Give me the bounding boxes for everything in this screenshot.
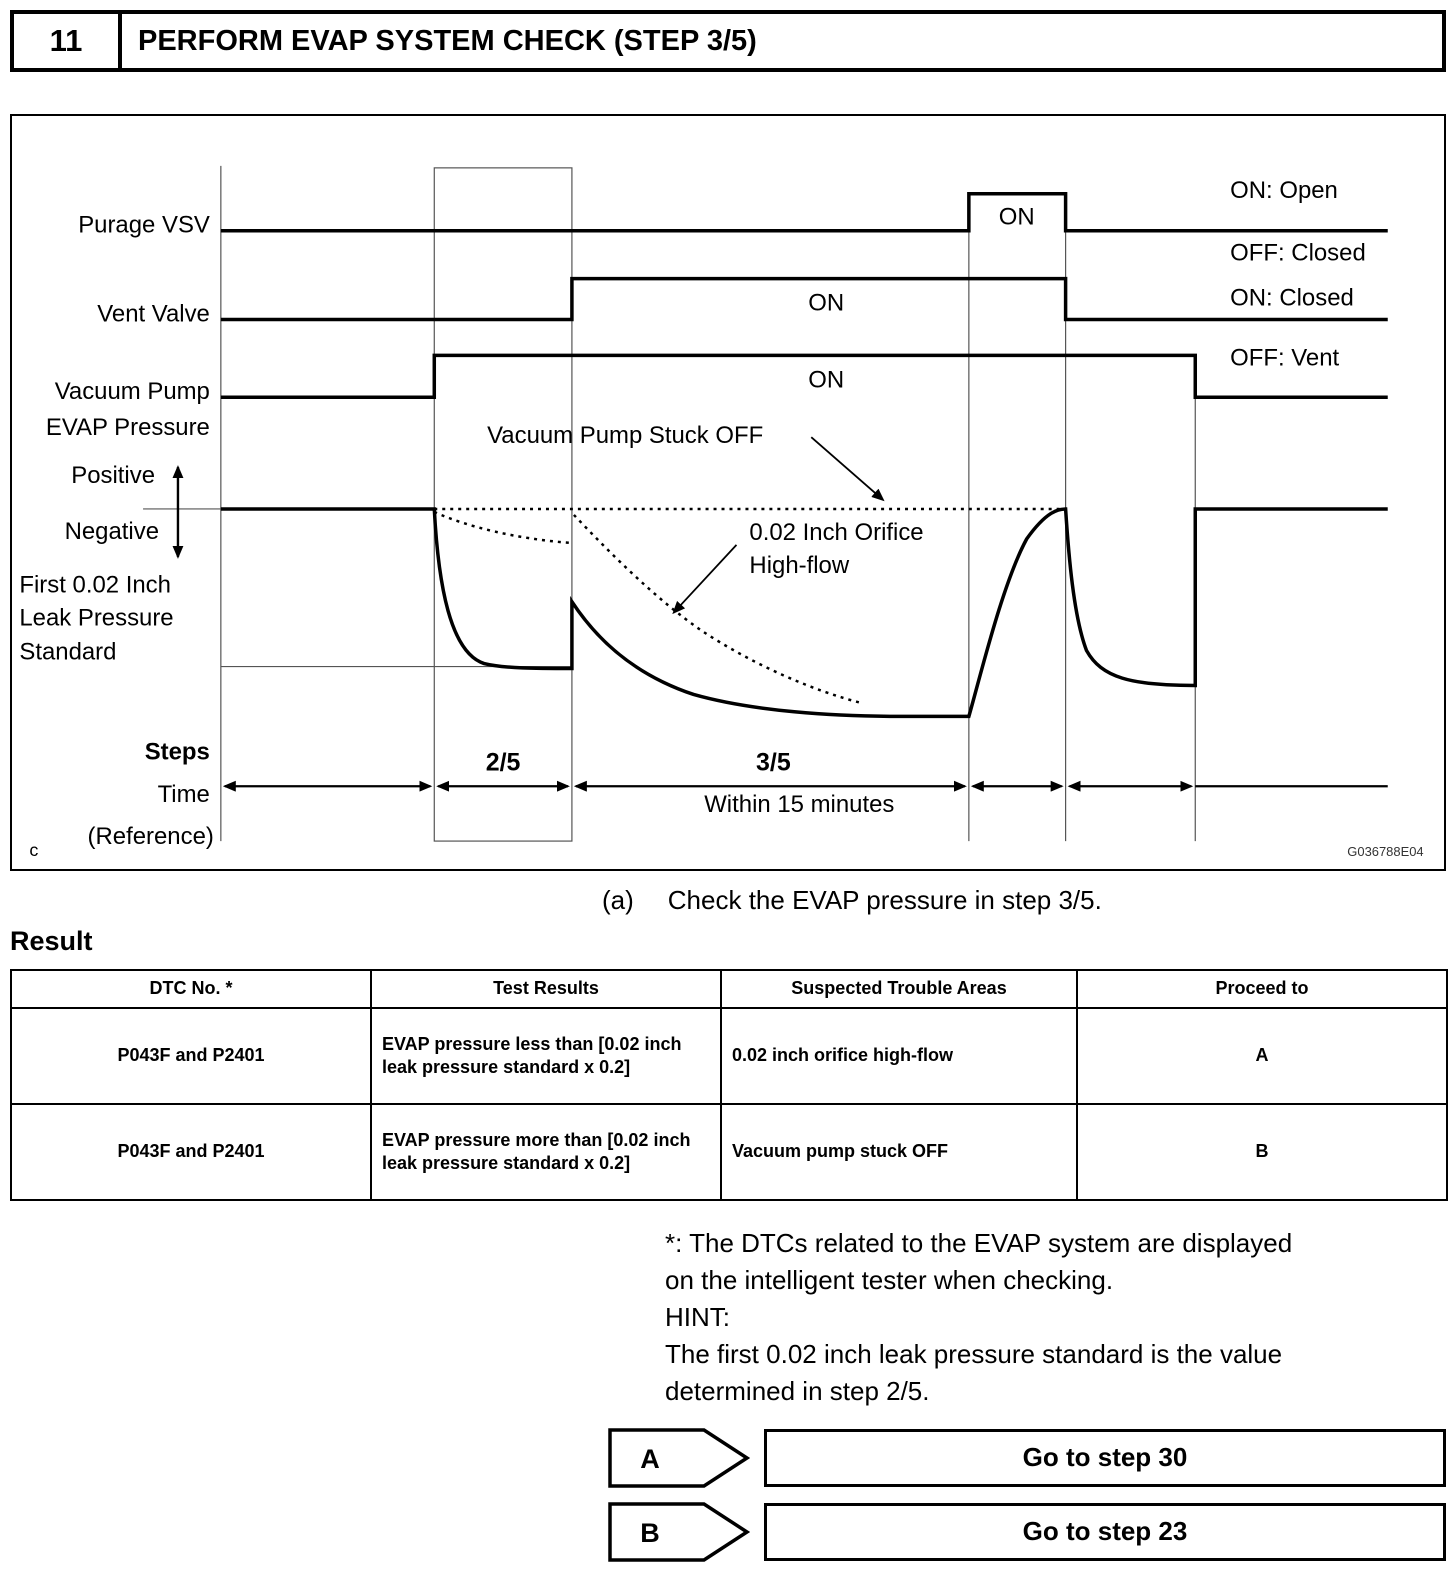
result-table: DTC No. * Test Results Suspected Trouble… (10, 969, 1448, 1201)
action-row-a: A Go to step 30 (608, 1427, 1446, 1488)
leak-standard-label-1: First 0.02 Inch (19, 572, 171, 599)
table-header-row: DTC No. * Test Results Suspected Trouble… (10, 969, 1448, 1009)
step-2-5-label: 2/5 (486, 748, 521, 776)
header-dtc: DTC No. * (10, 969, 372, 1009)
vent-on-label: ON (808, 289, 844, 316)
header-test: Test Results (370, 969, 722, 1009)
figure-code: G036788E04 (1347, 844, 1423, 859)
arrow-label-shape-b: B (608, 1501, 750, 1562)
timing-diagram-svg: Purage VSV Vent Valve Vacuum Pump EVAP P… (19, 165, 1424, 860)
evap-pressure-label: EVAP Pressure (46, 414, 210, 441)
area-cell: 0.02 inch orifice high-flow (720, 1007, 1078, 1105)
evap-timing-diagram: Purage VSV Vent Valve Vacuum Pump EVAP P… (10, 114, 1446, 871)
header-proceed: Proceed to (1076, 969, 1448, 1009)
vacuum-pump-waveform (220, 353, 1388, 399)
proceed-cell: A (1076, 1007, 1448, 1105)
legend-purge-on: ON: Open (1230, 177, 1338, 204)
vent-valve-label: Vent Valve (97, 300, 210, 327)
reference-label: (Reference) (88, 823, 214, 850)
positive-label: Positive (71, 462, 155, 489)
purge-vsv-waveform (220, 192, 1388, 233)
area-cell: Vacuum pump stuck OFF (720, 1103, 1078, 1201)
header-area: Suspected Trouble Areas (720, 969, 1078, 1009)
note-line: *: The DTCs related to the EVAP system a… (665, 1228, 1293, 1258)
within-15-minutes-label: Within 15 minutes (704, 791, 894, 818)
step-number: 11 (14, 14, 122, 68)
corner-label: c (29, 840, 38, 860)
notes-block: *: The DTCs related to the EVAP system a… (665, 1225, 1446, 1410)
table-row: P043F and P2401 EVAP pressure less than … (10, 1007, 1448, 1105)
step25-region-guide (433, 167, 573, 842)
caption: (a) Check the EVAP pressure in step 3/5. (10, 885, 1446, 916)
negative-label: Negative (65, 518, 159, 545)
arrow-label-shape-a: A (608, 1427, 750, 1488)
table-row: P043F and P2401 EVAP pressure more than … (10, 1103, 1448, 1201)
note-line: The first 0.02 inch leak pressure standa… (665, 1338, 1283, 1369)
evap-pressure-trace (220, 507, 1388, 719)
purge-vsv-label: Purage VSV (78, 212, 210, 239)
orifice-annotation-2: High-flow (749, 552, 849, 579)
orifice-annotation-1: 0.02 Inch Orifice (749, 519, 923, 546)
orifice-dotted-curve-2 (573, 514, 864, 705)
stuck-off-annotation: Vacuum Pump Stuck OFF (487, 422, 763, 449)
vent-valve-waveform (220, 276, 1388, 322)
note-line: on the intelligent tester when checking. (665, 1264, 1114, 1295)
dtc-cell: P043F and P2401 (10, 1103, 372, 1201)
action-letter-a: A (640, 1444, 660, 1474)
orifice-arrow (672, 544, 738, 615)
action-letter-b: B (640, 1518, 660, 1548)
caption-index: (a) (602, 885, 634, 915)
result-heading: Result (10, 926, 93, 956)
hint-label: HINT: (665, 1301, 730, 1332)
steps-label: Steps (145, 738, 210, 765)
section-header: 11 PERFORM EVAP SYSTEM CHECK (STEP 3/5) (10, 10, 1446, 72)
dtc-cell: P043F and P2401 (10, 1007, 372, 1105)
go-to-step-23-box: Go to step 23 (764, 1502, 1446, 1561)
note-line: determined in step 2/5. (665, 1375, 930, 1406)
legend-purge-off: OFF: Closed (1230, 240, 1366, 267)
test-cell: EVAP pressure less than [0.02 inch leak … (370, 1007, 722, 1105)
vacuum-pump-label: Vacuum Pump (55, 378, 210, 405)
time-label: Time (158, 781, 210, 808)
orifice-dotted-curve-1 (433, 510, 571, 545)
proceed-cell: B (1076, 1103, 1448, 1201)
action-row-b: B Go to step 23 (608, 1501, 1446, 1562)
legend-vent-off: OFF: Vent (1230, 344, 1339, 371)
purge-on-label: ON (999, 204, 1035, 231)
section-title: PERFORM EVAP SYSTEM CHECK (STEP 3/5) (138, 24, 757, 57)
stuck-off-arrow (810, 436, 885, 502)
go-to-step-30-box: Go to step 30 (764, 1428, 1446, 1487)
leak-standard-label-2: Leak Pressure (19, 605, 173, 632)
test-cell: EVAP pressure more than [0.02 inch leak … (370, 1103, 722, 1201)
caption-text: Check the EVAP pressure in step 3/5. (667, 885, 1102, 915)
leak-standard-label-3: Standard (19, 639, 116, 666)
pump-on-label: ON (808, 366, 844, 393)
step-3-5-label: 3/5 (756, 748, 791, 776)
action-rows: A Go to step 30 B Go to step 23 (608, 1427, 1446, 1562)
legend-vent-on: ON: Closed (1230, 284, 1354, 311)
